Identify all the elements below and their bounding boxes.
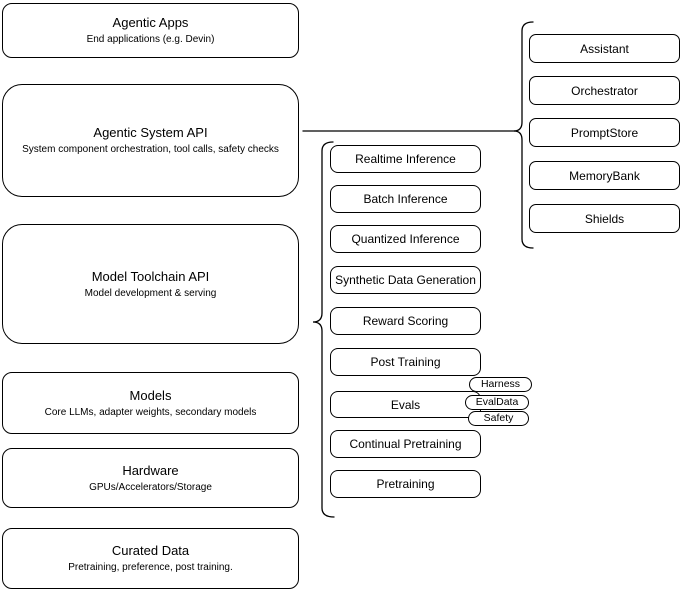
node-model-toolchain-api: Model Toolchain API Model development & …	[2, 224, 299, 344]
node-evals: Evals	[330, 391, 481, 418]
node-reward-scoring: Reward Scoring	[330, 307, 481, 335]
node-agentic-system-api: Agentic System API System component orch…	[2, 84, 299, 197]
node-subtitle: GPUs/Accelerators/Storage	[89, 481, 212, 493]
node-hardware: Hardware GPUs/Accelerators/Storage	[2, 448, 299, 508]
node-realtime-inference: Realtime Inference	[330, 145, 481, 173]
node-title: Agentic System API	[93, 125, 208, 140]
tag-harness: Harness	[469, 377, 532, 392]
node-curated-data: Curated Data Pretraining, preference, po…	[2, 528, 299, 589]
node-title: Agentic Apps	[112, 15, 189, 30]
node-promptstore: PromptStore	[529, 118, 680, 147]
node-continual-pretraining: Continual Pretraining	[330, 430, 481, 458]
tag-safety: Safety	[468, 411, 529, 426]
node-models: Models Core LLMs, adapter weights, secon…	[2, 372, 299, 434]
node-post-training: Post Training	[330, 348, 481, 376]
node-pretraining: Pretraining	[330, 470, 481, 498]
node-title: Hardware	[122, 462, 179, 478]
node-memorybank: MemoryBank	[529, 161, 680, 190]
node-subtitle: Pretraining, preference, post training.	[68, 562, 233, 573]
node-subtitle: Core LLMs, adapter weights, secondary mo…	[44, 406, 257, 418]
node-batch-inference: Batch Inference	[330, 185, 481, 213]
node-title: Model Toolchain API	[91, 268, 210, 284]
node-subtitle: System component orchestration, tool cal…	[22, 144, 279, 155]
node-subtitle: Model development & serving	[84, 287, 217, 299]
node-assistant: Assistant	[529, 34, 680, 63]
node-title: Curated Data	[111, 543, 190, 558]
node-subtitle: End applications (e.g. Devin)	[86, 34, 215, 45]
brace-system-components	[513, 21, 534, 249]
node-orchestrator: Orchestrator	[529, 76, 680, 105]
brace-toolchain-items	[312, 141, 335, 518]
node-title: Models	[129, 387, 172, 403]
node-quantized-inference: Quantized Inference	[330, 225, 481, 253]
node-shields: Shields	[529, 204, 680, 233]
node-synthetic-data-generation: Synthetic Data Generation	[330, 266, 481, 294]
tag-evaldata: EvalData	[465, 395, 529, 410]
node-agentic-apps: Agentic Apps End applications (e.g. Devi…	[2, 3, 299, 58]
